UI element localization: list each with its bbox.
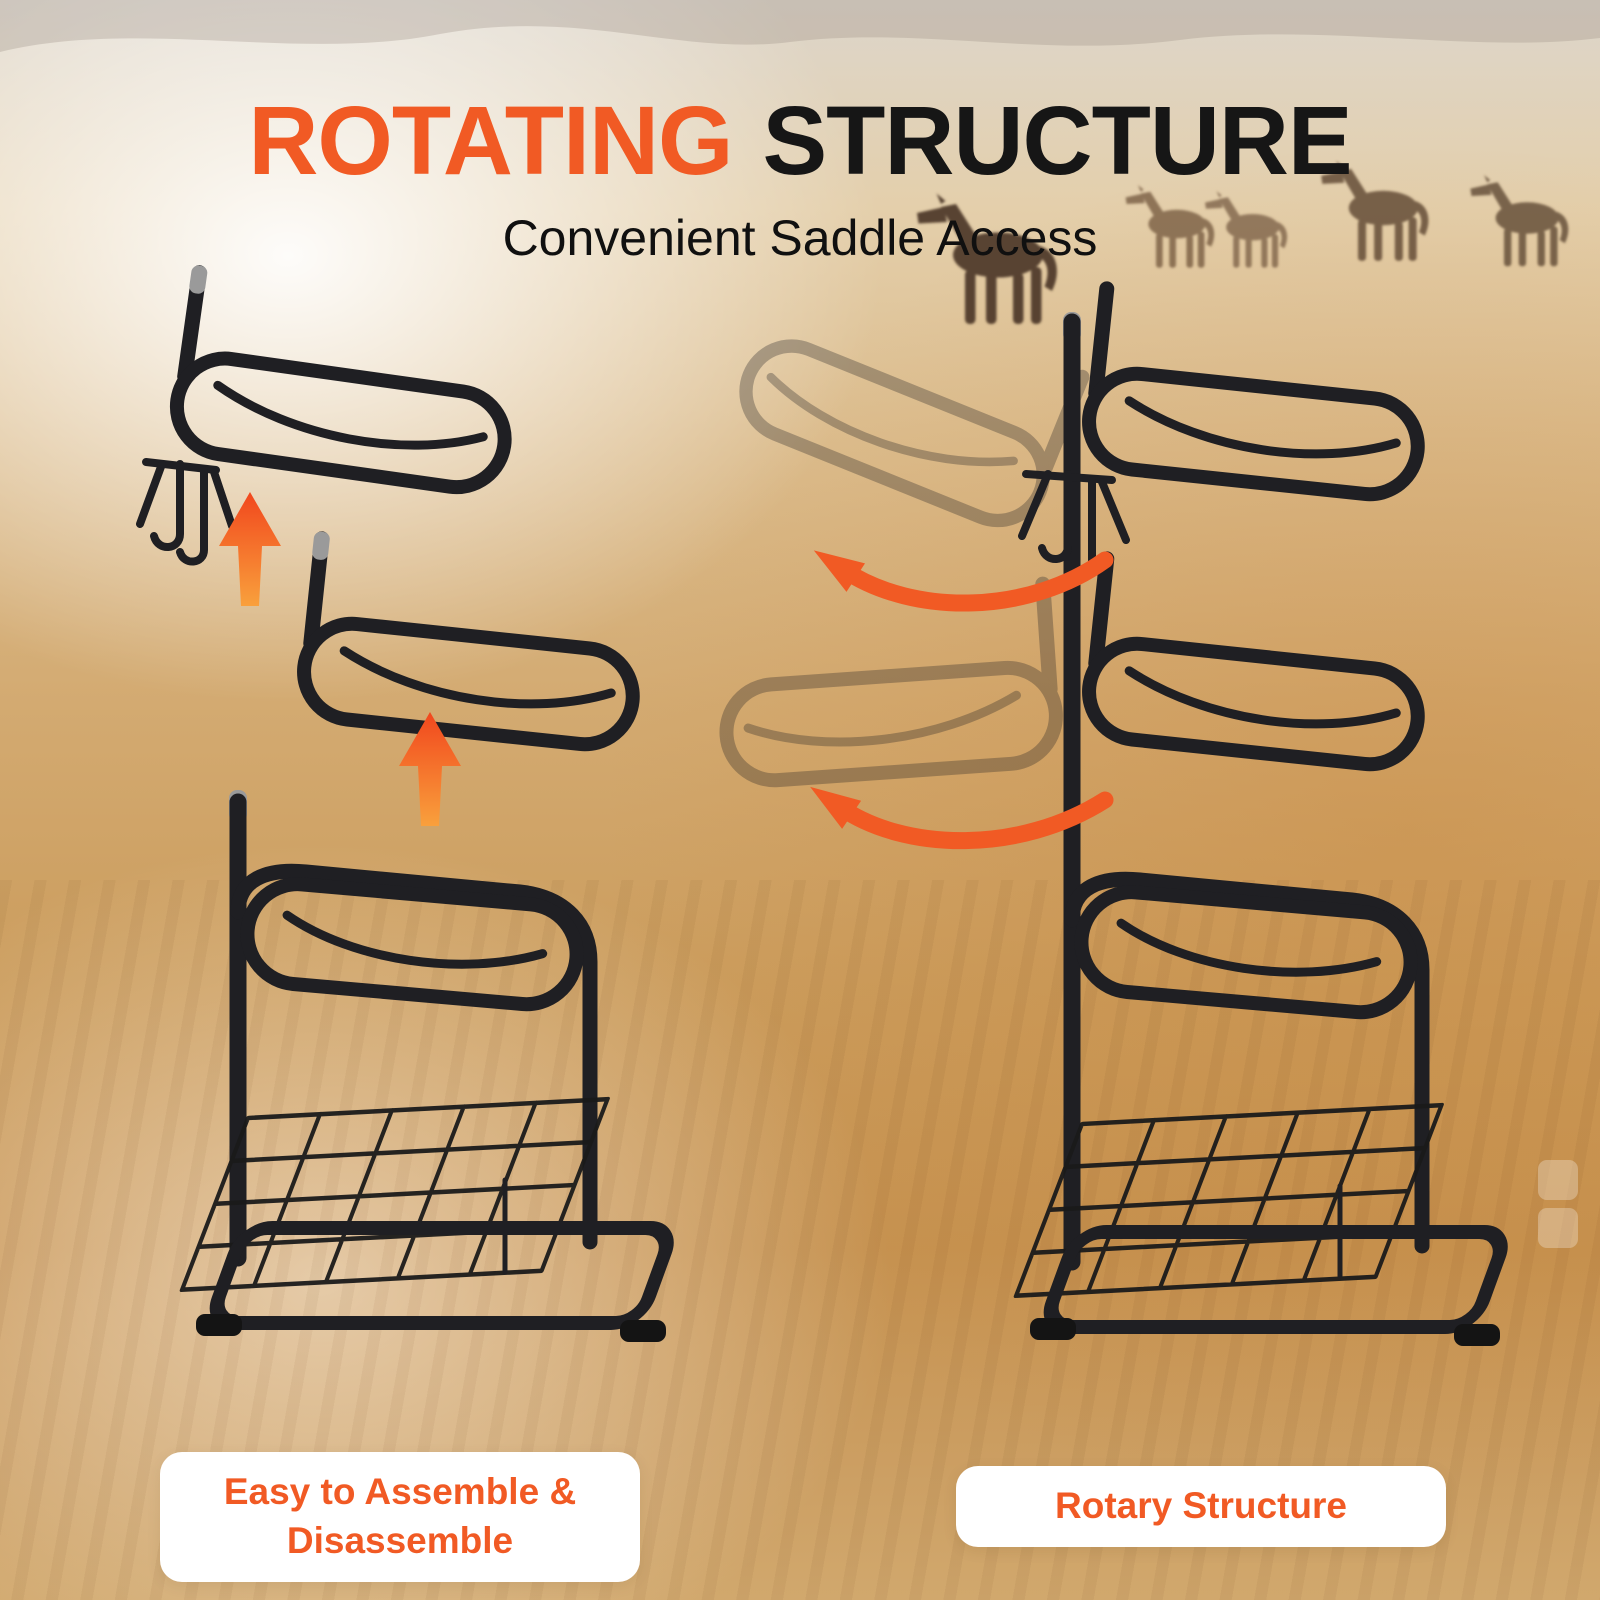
title-rest: STRUCTURE [762, 86, 1352, 195]
rotate-arrow-icon [804, 536, 1114, 612]
solid-arm-middle [1084, 558, 1431, 769]
detached-arm-middle [295, 531, 646, 749]
solid-arm-top [1084, 288, 1431, 499]
mountain-ridge [0, 0, 1600, 52]
caption-right: Rotary Structure [956, 1466, 1446, 1547]
title-highlight: ROTATING [248, 86, 733, 195]
caption-left: Easy to Assemble & Disassemble [160, 1452, 640, 1582]
tack-hooks [136, 458, 236, 566]
exploded-rack [136, 265, 674, 1342]
detached-arm-top [136, 265, 523, 566]
watermark [1538, 1160, 1578, 1256]
page-subtitle: Convenient Saddle Access [502, 210, 1098, 266]
base-unit-left [182, 790, 674, 1342]
rotate-arrow-icon [800, 772, 1114, 850]
assembled-rack [718, 261, 1508, 1346]
ghost-arm-middle [718, 584, 1060, 784]
base-unit-right [1016, 871, 1508, 1346]
